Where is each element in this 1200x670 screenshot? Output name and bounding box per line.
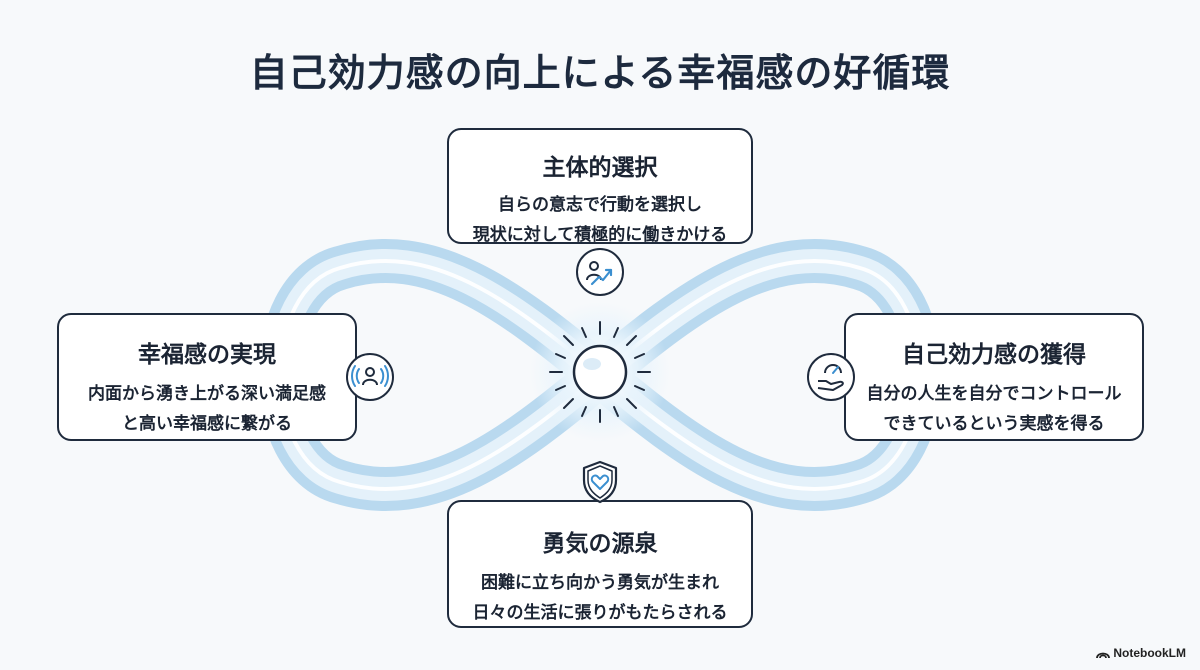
node-description: 自らの意志で行動を選択し 現状に対して積極的に働きかける [449,190,751,250]
node-description: 困難に立ち向かう勇気が生まれ 日々の生活に張りがもたらされる [449,568,751,628]
node-title: 勇気の源泉 [542,531,658,557]
node-card-self-efficacy: 自己効力感の獲得 自分の人生を自分でコントロール できているという実感を得る [844,313,1144,441]
footer-label: NotebookLM [1113,646,1186,660]
node-description-line: 内面から湧き上がる深い満足感 [88,384,326,404]
node-card-source-of-courage: 勇気の源泉 困難に立ち向かう勇気が生まれ 日々の生活に張りがもたらされる [447,500,753,628]
node-card-happiness: 幸福感の実現 内面から湧き上がる深い満足感 と高い幸福感に繋がる [57,313,357,441]
node-title: 幸福感の実現 [138,342,276,368]
node-description-line: 自らの意志で行動を選択し [498,195,702,215]
node-description: 自分の人生を自分でコントロール できているという実感を得る [846,379,1142,439]
node-title: 自己効力感の獲得 [902,342,1086,368]
node-card-proactive-choice: 主体的選択 自らの意志で行動を選択し 現状に対して積極的に働きかける [447,128,753,245]
node-description-line: できているという実感を得る [883,414,1105,434]
node-description-line: 自分の人生を自分でコントロール [866,384,1122,404]
person-radiating-icon [346,353,394,401]
node-description-line: 現状に対して積極的に働きかける [472,225,728,245]
hand-gauge-icon [807,353,855,401]
center-orb [572,344,628,400]
page-title: 自己効力感の向上による幸福感の好循環 [249,51,951,95]
center-rays [549,321,651,423]
node-title: 主体的選択 [542,155,658,181]
notebooklm-watermark: NotebookLM [1096,646,1186,660]
node-description-line: 困難に立ち向かう勇気が生まれ [481,573,719,593]
notebooklm-logo-icon [1096,652,1111,659]
shield-heart-icon [576,458,624,506]
person-rising-arrow-icon [576,248,624,296]
node-description-line: と高い幸福感に繋がる [122,414,292,434]
node-description-line: 日々の生活に張りがもたらされる [472,603,728,623]
node-description: 内面から湧き上がる深い満足感 と高い幸福感に繋がる [59,379,355,439]
